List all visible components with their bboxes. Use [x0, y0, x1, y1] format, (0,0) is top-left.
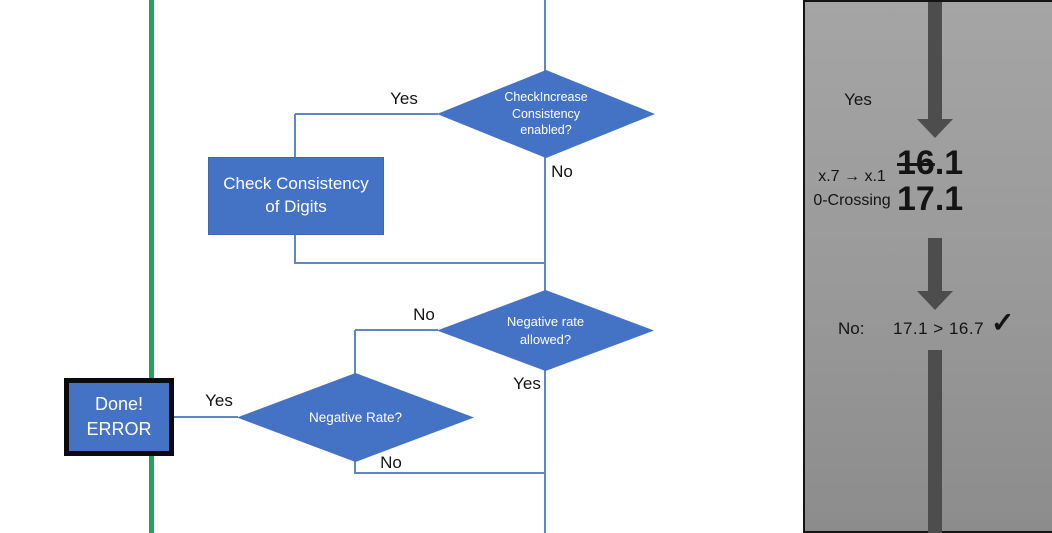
branch-label-no: No	[413, 305, 435, 324]
terminator-text-line: ERROR	[86, 419, 152, 439]
branch-label-yes: Yes	[513, 374, 541, 393]
down-arrow-shaft	[928, 350, 942, 533]
down-arrow-shaft	[928, 2, 942, 120]
panel-yes-label: Yes	[844, 90, 872, 109]
result-no-label: No:	[838, 319, 865, 338]
side-panel: Yes x.7 → x.1 0-Crossing 16.1 17.1 No: 1…	[803, 0, 1052, 533]
decision-text-line: allowed?	[519, 331, 572, 347]
connector-yes-to-done	[172, 416, 238, 418]
decision-text-line: Negative Rate?	[308, 410, 403, 425]
down-arrow-head	[917, 291, 953, 310]
zero-crossing-rule: x.7 → x.1 0-Crossing	[805, 165, 899, 213]
decision-text-line: CheckIncrease	[504, 90, 588, 105]
process-check-consistency-of-digits: Check Consistency of Digits	[208, 157, 384, 235]
down-arrow-head	[917, 119, 953, 138]
green-timeline-line	[149, 0, 154, 533]
branch-label-yes: Yes	[390, 89, 418, 108]
connector-out-negative-rate	[354, 460, 356, 474]
branch-label-no: No	[380, 453, 402, 472]
rule-text-line: x.7 → x.1	[818, 168, 886, 185]
rule-text-line: 0-Crossing	[813, 192, 891, 209]
connector-yes-branch-top	[295, 113, 438, 115]
decision-negative-rate: Negative Rate?	[237, 373, 474, 462]
decision-text-line: Consistency	[511, 106, 581, 121]
old-value: 16.1	[897, 145, 963, 181]
connector-no-branch-mid	[355, 329, 438, 331]
connector-into-negative-rate	[354, 330, 356, 374]
branch-label-yes: Yes	[205, 391, 233, 410]
branch-label-no: No	[551, 162, 573, 181]
new-value: 17.1	[897, 180, 964, 218]
decision-text-line: enabled?	[520, 123, 572, 138]
terminator-done-error: Done! ERROR	[64, 378, 174, 456]
connector-main-vertical	[544, 0, 546, 533]
decision-negative-rate-allowed: Negative rate allowed?	[437, 290, 654, 371]
result-comparison: 17.1 > 16.7	[893, 319, 985, 338]
terminator-text-line: Done!	[94, 393, 144, 414]
checkmark-icon: ✓	[991, 307, 1015, 338]
decision-check-increase-consistency: CheckIncrease Consistency enabled?	[437, 70, 655, 158]
connector-rejoin-bottom	[354, 472, 546, 474]
process-text-line: of Digits	[265, 197, 327, 216]
old-value-rest: .1	[934, 144, 964, 182]
connector-out-of-process	[294, 233, 296, 264]
process-text-line: Check Consistency	[223, 174, 369, 194]
down-arrow-shaft	[928, 238, 942, 292]
crossing-values: 16.1 17.1	[897, 145, 963, 217]
connector-rejoin-main	[294, 262, 546, 264]
connector-into-process	[294, 114, 296, 158]
decision-text-line: Negative rate	[506, 313, 585, 329]
old-value-struck: 16	[897, 144, 935, 182]
